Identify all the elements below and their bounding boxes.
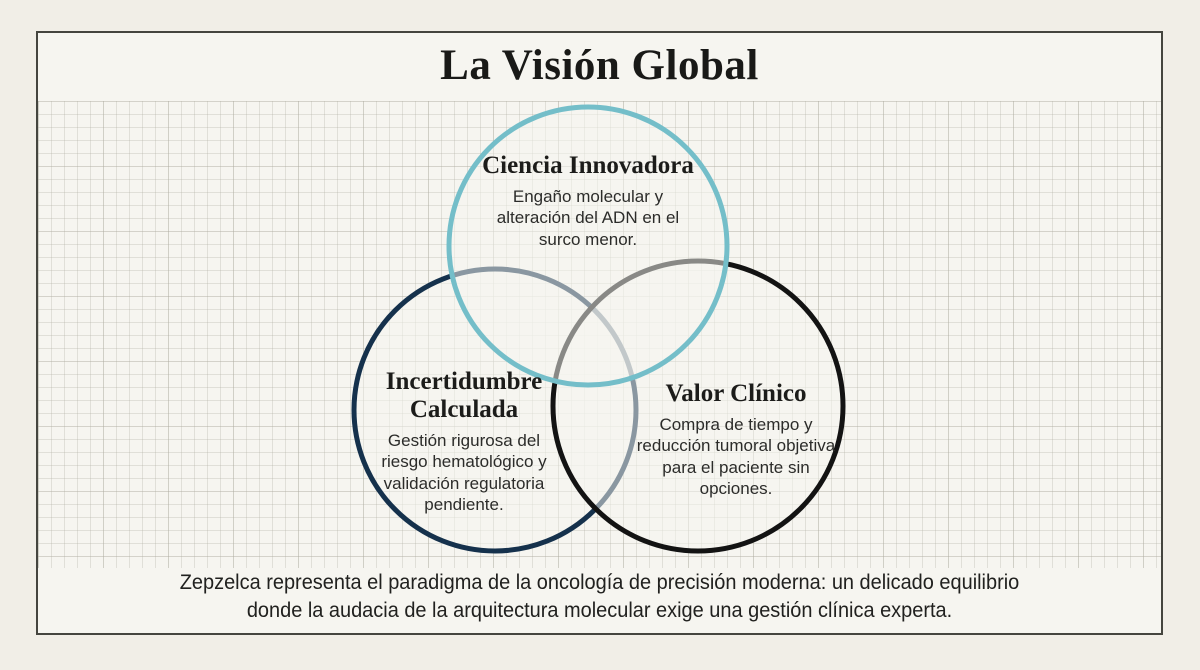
label-ciencia-innovadora: Ciencia Innovadora Engaño molecular y al…	[478, 152, 698, 250]
circle-description: Engaño molecular y alteración del ADN en…	[496, 187, 680, 249]
label-valor-clinico: Valor Clínico Compra de tiempo y reducci…	[629, 380, 843, 500]
circle-description: Gestión rigurosa del riesgo hematológico…	[381, 431, 547, 515]
diagram-card: La Visión Global Ciencia Innovadora Enga…	[36, 31, 1163, 635]
footer-line-2: donde la audacia de la arquitectura mole…	[246, 598, 953, 622]
page-title: La Visión Global	[440, 42, 759, 89]
circle-title: Ciencia Innovadora	[482, 152, 694, 179]
footer-caption: Zepzelca representa el paradigma de la o…	[66, 569, 1133, 625]
circle-title: Incertidumbre Calculada	[385, 368, 543, 423]
circle-description: Compra de tiempo y reducción tumoral obj…	[636, 415, 836, 499]
label-incertidumbre-calculada: Incertidumbre Calculada Gestión rigurosa…	[354, 368, 574, 516]
footer-line-1: Zepzelca representa el paradigma de la o…	[179, 571, 1020, 594]
venn-diagram	[351, 104, 846, 554]
circle-ciencia-innovadora	[446, 104, 730, 388]
circle-title: Valor Clínico	[665, 380, 807, 407]
